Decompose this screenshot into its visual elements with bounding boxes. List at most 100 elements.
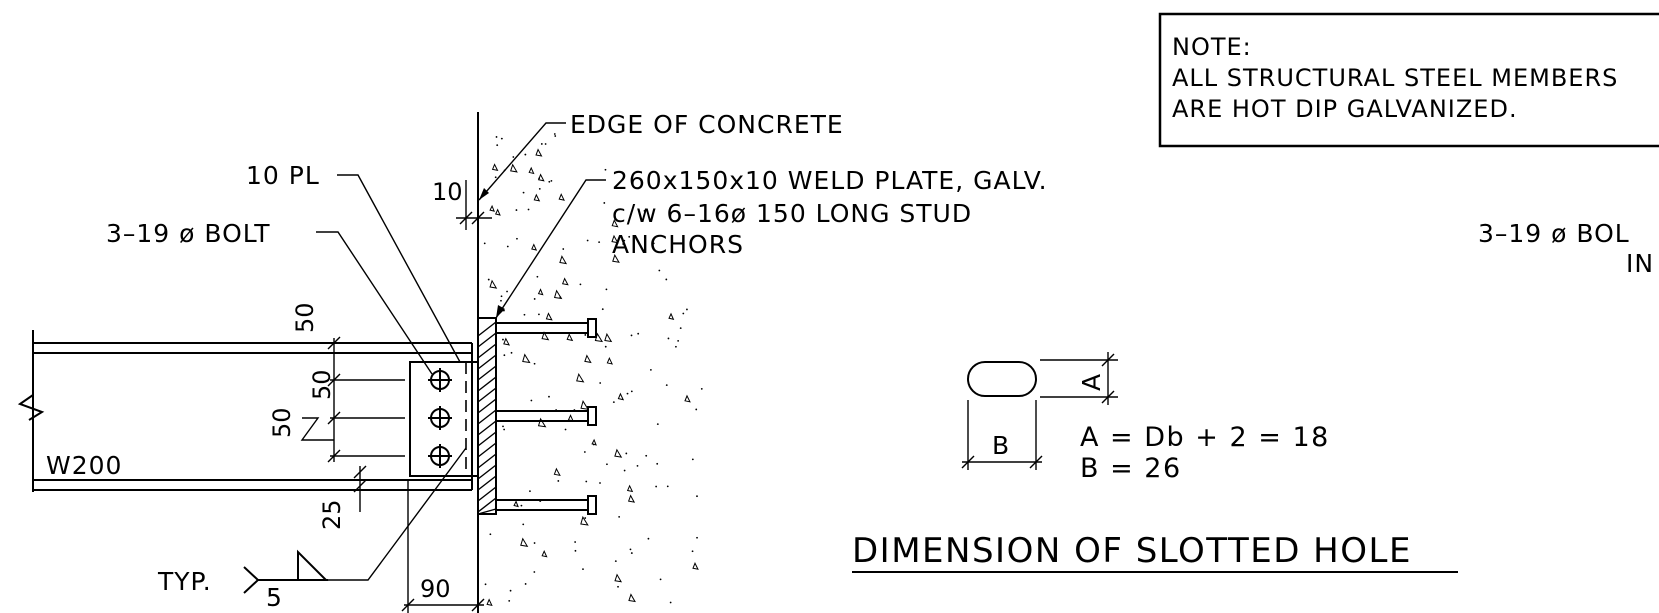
hatch-line bbox=[477, 321, 497, 337]
stipple-dot bbox=[652, 242, 655, 245]
stipple-dot bbox=[586, 239, 589, 242]
stipple-dot bbox=[544, 143, 547, 145]
bolt bbox=[428, 406, 452, 430]
stipple-dot bbox=[696, 536, 698, 539]
stipple-dot bbox=[506, 245, 509, 248]
stipple-dot bbox=[557, 480, 560, 482]
stipple-dot bbox=[502, 425, 504, 428]
stipple-dot bbox=[643, 210, 646, 212]
hatch-line bbox=[477, 387, 497, 403]
stipple-dot bbox=[605, 288, 608, 291]
fillet-weld-symbol bbox=[297, 549, 329, 581]
stipple-dot bbox=[584, 334, 587, 336]
stipple-dot bbox=[530, 399, 533, 402]
stipple-dot bbox=[533, 298, 536, 300]
stipple-dot bbox=[510, 351, 513, 354]
aggregate-mark bbox=[489, 204, 495, 212]
stipple-dot bbox=[601, 308, 604, 311]
aggregate-mark bbox=[612, 253, 620, 263]
aggregate-mark bbox=[513, 500, 519, 508]
stipple-dot bbox=[500, 295, 503, 298]
stipple-dot bbox=[629, 548, 632, 551]
stipple-dot bbox=[630, 390, 633, 393]
stipple-dot bbox=[523, 313, 526, 316]
weld-plate-label-line-1: 260x150x10 WELD PLATE, GALV. bbox=[612, 166, 1048, 195]
stipple-dot bbox=[508, 599, 511, 602]
stipple-dot bbox=[636, 464, 639, 467]
stipple-dot bbox=[562, 248, 565, 250]
hatch-line bbox=[477, 409, 497, 425]
stipple-dot bbox=[529, 490, 531, 493]
left-dimensions: 50 50 50 25 90 10 bbox=[268, 178, 492, 613]
stipple-dot bbox=[487, 278, 490, 281]
stipple-dot bbox=[665, 278, 668, 281]
stipple-dot bbox=[628, 235, 631, 238]
weld-size-label: 5 bbox=[266, 583, 283, 612]
aggregate-mark bbox=[541, 550, 548, 558]
stipple-dot bbox=[582, 568, 584, 571]
stipple-dot bbox=[533, 542, 536, 544]
leaders bbox=[316, 122, 606, 581]
hatch-line bbox=[477, 464, 497, 480]
aggregate-mark bbox=[580, 400, 590, 410]
stipple-dot bbox=[524, 153, 527, 156]
stipple-dot bbox=[700, 388, 703, 390]
aggregate-mark bbox=[606, 356, 613, 365]
edge-of-concrete-label: EDGE OF CONCRETE bbox=[570, 110, 844, 139]
stipple-dot bbox=[606, 463, 608, 466]
stipple-dot bbox=[630, 334, 633, 337]
stipple-dot bbox=[686, 308, 688, 311]
bolt-label-left: 3–19 ø BOLT bbox=[106, 219, 271, 248]
stipple-dot bbox=[540, 143, 543, 145]
stipple-dot bbox=[524, 583, 527, 585]
aggregate-mark bbox=[627, 494, 636, 503]
bolt bbox=[428, 444, 452, 468]
stipple-dot bbox=[691, 550, 694, 553]
stipple-dot bbox=[515, 209, 518, 211]
stipple-dot bbox=[585, 480, 588, 483]
stipple-dot bbox=[625, 452, 628, 455]
stud-anchor bbox=[496, 318, 597, 338]
aggregate-mark bbox=[537, 288, 544, 296]
aggregate-mark bbox=[489, 279, 498, 289]
weld-plate bbox=[477, 317, 497, 515]
stipple-dot bbox=[538, 313, 540, 316]
hatch-line bbox=[477, 486, 497, 502]
stipple-dot bbox=[520, 504, 523, 507]
slot-dim-a: A bbox=[1077, 373, 1106, 391]
stipple-dot bbox=[665, 384, 668, 387]
stipple-dot bbox=[667, 337, 670, 340]
aggregate-mark bbox=[591, 438, 597, 446]
aggregate-mark bbox=[684, 394, 691, 403]
aggregate-mark bbox=[561, 277, 569, 286]
aggregate-mark bbox=[614, 573, 623, 583]
hatch-line bbox=[477, 420, 497, 436]
stipple-dot bbox=[533, 571, 536, 573]
aggregate-mark bbox=[626, 484, 634, 493]
aggregate-mark bbox=[494, 208, 501, 216]
dim-50-top: 50 bbox=[291, 302, 319, 333]
aggregate-mark bbox=[491, 163, 499, 172]
stipple-dot bbox=[516, 237, 518, 240]
stipple-dot bbox=[677, 340, 680, 342]
stipple-dot bbox=[503, 428, 506, 431]
stipple-dot bbox=[623, 239, 626, 242]
stipple-dot bbox=[553, 133, 556, 135]
stipple-dot bbox=[548, 395, 550, 398]
aggregate-mark bbox=[628, 593, 636, 603]
weld-plate-outline bbox=[477, 317, 497, 515]
aggregate-mark bbox=[520, 537, 529, 547]
hatch-line bbox=[477, 354, 497, 370]
stipple-dot bbox=[675, 345, 677, 348]
slotted-hole-detail: A B bbox=[961, 352, 1118, 470]
stipple-dot bbox=[574, 541, 577, 543]
bolt-label-right-line-1: 3–19 ø BOL bbox=[1478, 219, 1630, 248]
bolts bbox=[428, 368, 452, 468]
stipple-dot bbox=[656, 462, 659, 465]
stipple-dot bbox=[536, 275, 539, 278]
note-line-1: ALL STRUCTURAL STEEL MEMBERS bbox=[1172, 64, 1618, 92]
aggregate-mark bbox=[559, 255, 568, 265]
hatch-line bbox=[477, 497, 497, 513]
stipple-dot bbox=[500, 299, 502, 302]
